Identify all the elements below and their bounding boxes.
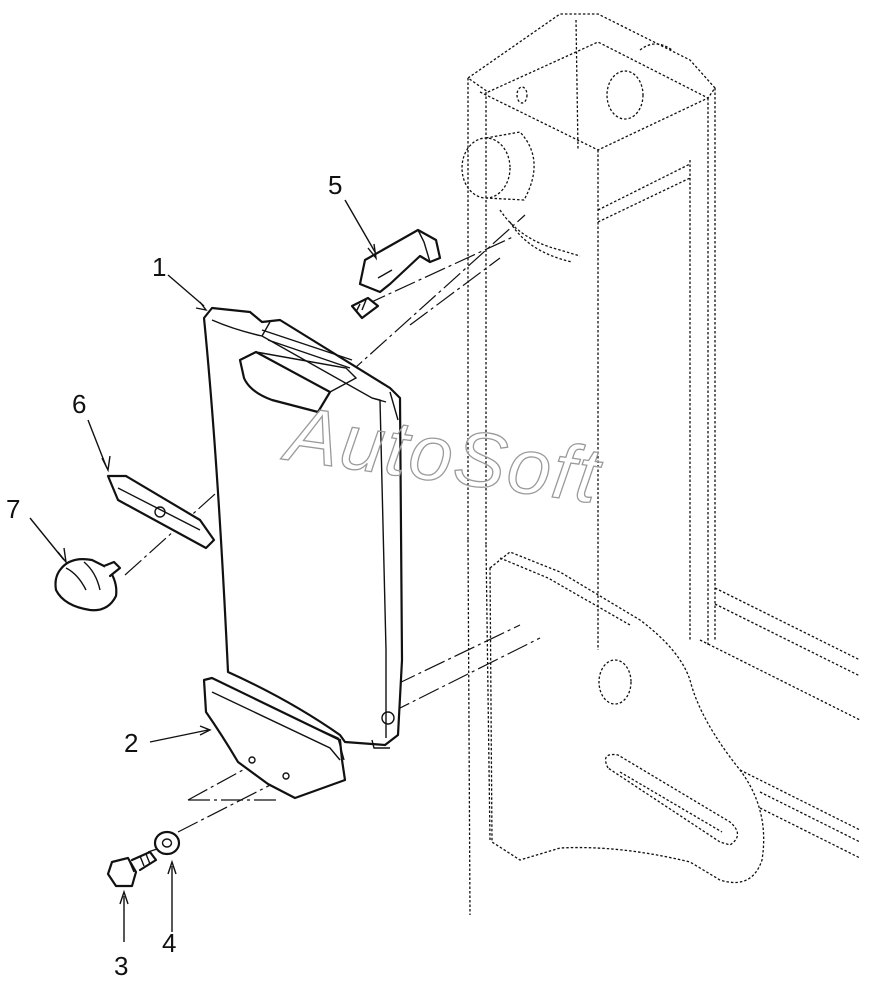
- callout-labels: 1 2 3 4 5 6 7: [6, 170, 342, 981]
- part-4-washer: [153, 830, 181, 856]
- callout-5: 5: [328, 170, 342, 200]
- mast-frame: [461, 13, 861, 916]
- part-6-plate: [106, 474, 216, 550]
- callout-7: 7: [6, 494, 20, 524]
- callout-6: 6: [72, 389, 86, 419]
- callout-2: 2: [124, 728, 138, 758]
- callout-3: 3: [114, 951, 128, 981]
- part-7-knob: [54, 558, 122, 612]
- part-3-bolt: [106, 850, 158, 888]
- part-5-clip: [350, 228, 442, 320]
- part-1-guard-cover: [202, 306, 404, 749]
- callout-1: 1: [152, 252, 166, 282]
- leader-lines: [29, 199, 378, 942]
- part-2-bottom-bracket: [202, 676, 347, 800]
- callout-4: 4: [162, 928, 176, 958]
